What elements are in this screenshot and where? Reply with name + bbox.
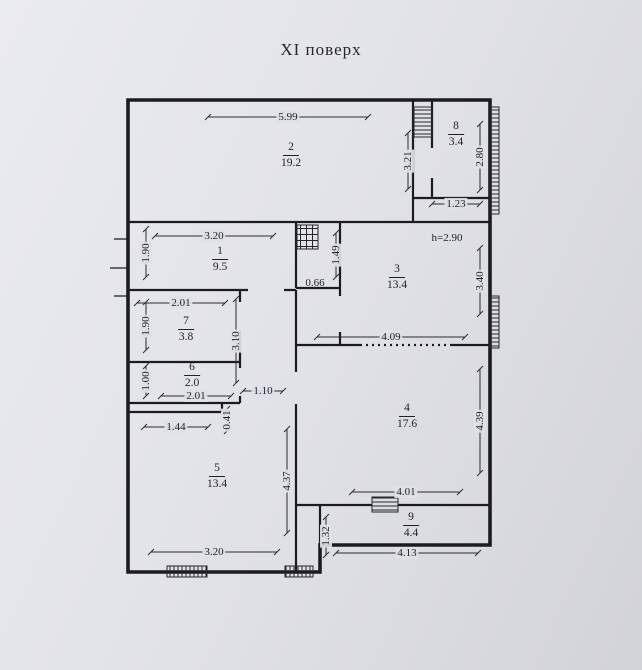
dimension-label: 3.20	[202, 230, 226, 242]
room-number: 9	[403, 511, 419, 527]
dimension-label: 2.01	[184, 390, 208, 402]
room-number: 2	[283, 141, 299, 157]
window-sill-left	[166, 565, 208, 578]
room-area: 19.2	[280, 157, 302, 170]
dimension-label: 1.49	[330, 243, 342, 267]
balcony-rail-mid	[489, 295, 500, 349]
dimension-label: 4.37	[281, 469, 293, 493]
dimension-label: 3.40	[474, 269, 486, 293]
dimension-label: 3.21	[402, 149, 414, 173]
dimension-label: 1.44	[164, 421, 188, 433]
dimension-label: 1.23	[444, 198, 468, 210]
plan-title: XI поверх	[280, 40, 362, 59]
vent-shaft-grid	[296, 224, 319, 250]
hatched-elements	[166, 106, 500, 578]
room-area: 3.4	[448, 136, 464, 149]
dimension-label: 1.90	[140, 314, 152, 338]
dimension-label: 4.13	[395, 547, 419, 559]
balcony-rail-top	[489, 106, 500, 215]
room-area: 13.4	[386, 279, 408, 292]
dimension-label: 4.09	[379, 331, 403, 343]
dimension-label: 3.20	[202, 546, 226, 558]
room-area: 17.6	[396, 418, 418, 431]
dimension-label: 2.80	[474, 145, 486, 169]
dimension-label: 1.32	[320, 524, 332, 548]
room-area: 3.8	[178, 331, 194, 344]
dimension-label: 5.99	[276, 111, 300, 123]
room-area: 9.5	[212, 261, 228, 274]
room-area: 13.4	[206, 478, 228, 491]
window-tick-marks	[110, 238, 128, 297]
dimension-label: 4.01	[394, 486, 418, 498]
room-number: 6	[184, 361, 200, 377]
room-number: 1	[212, 245, 228, 261]
area-0-66: 0.66	[305, 277, 325, 289]
room-number: 3	[389, 263, 405, 279]
dimension-label: 4.39	[474, 409, 486, 433]
room-area: 2.0	[184, 377, 200, 390]
dimension-label: 2.01	[169, 297, 193, 309]
dimension-label: 1.00	[140, 369, 152, 393]
room-area: 4.4	[403, 527, 419, 540]
dimension-label: 0.41	[221, 408, 233, 432]
room-number: 7	[178, 315, 194, 331]
room-number: 5	[209, 462, 225, 478]
door-threshold-hatch	[371, 496, 399, 513]
room-number: 8	[448, 120, 464, 136]
dimension-label: 1.10	[251, 385, 275, 397]
vent-shaft-hatch	[413, 106, 433, 138]
dimension-label: 1.90	[140, 241, 152, 265]
dimension-label: 3.10	[230, 329, 242, 353]
ceiling-height: h=2.90	[431, 232, 463, 244]
window-sill-right	[284, 565, 314, 578]
room-number: 4	[399, 402, 415, 418]
